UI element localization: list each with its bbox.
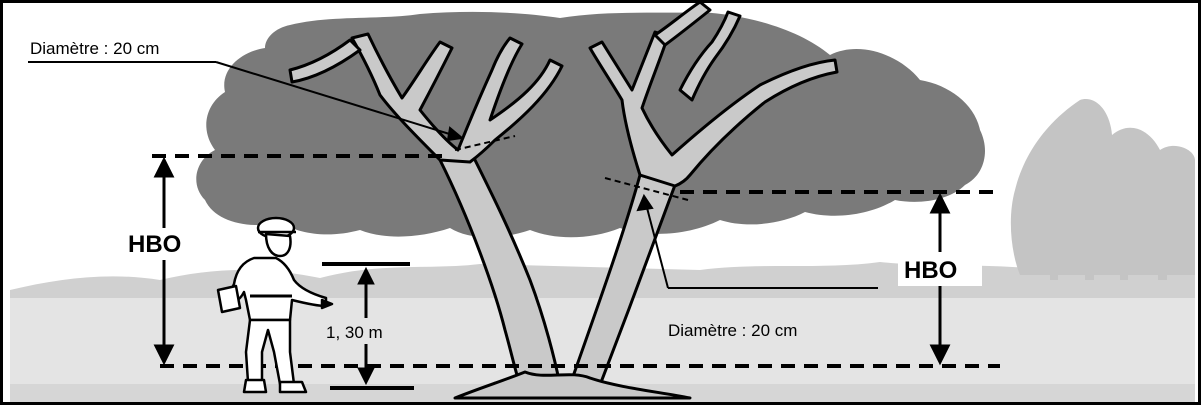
- distant-trees: [1011, 99, 1195, 280]
- diameter-top-left-label: Diamètre : 20 cm: [30, 39, 159, 58]
- tree-crown: [196, 12, 985, 237]
- head: [266, 234, 291, 256]
- left-boot: [244, 380, 266, 392]
- hbo-left-label: HBO: [128, 231, 181, 258]
- diameter-right-label: Diamètre : 20 cm: [668, 321, 797, 340]
- right-boot: [280, 382, 306, 392]
- hbo-right-label: HBO: [904, 257, 957, 284]
- breast-height-label: 1, 30 m: [326, 323, 383, 342]
- clipboard: [218, 286, 240, 312]
